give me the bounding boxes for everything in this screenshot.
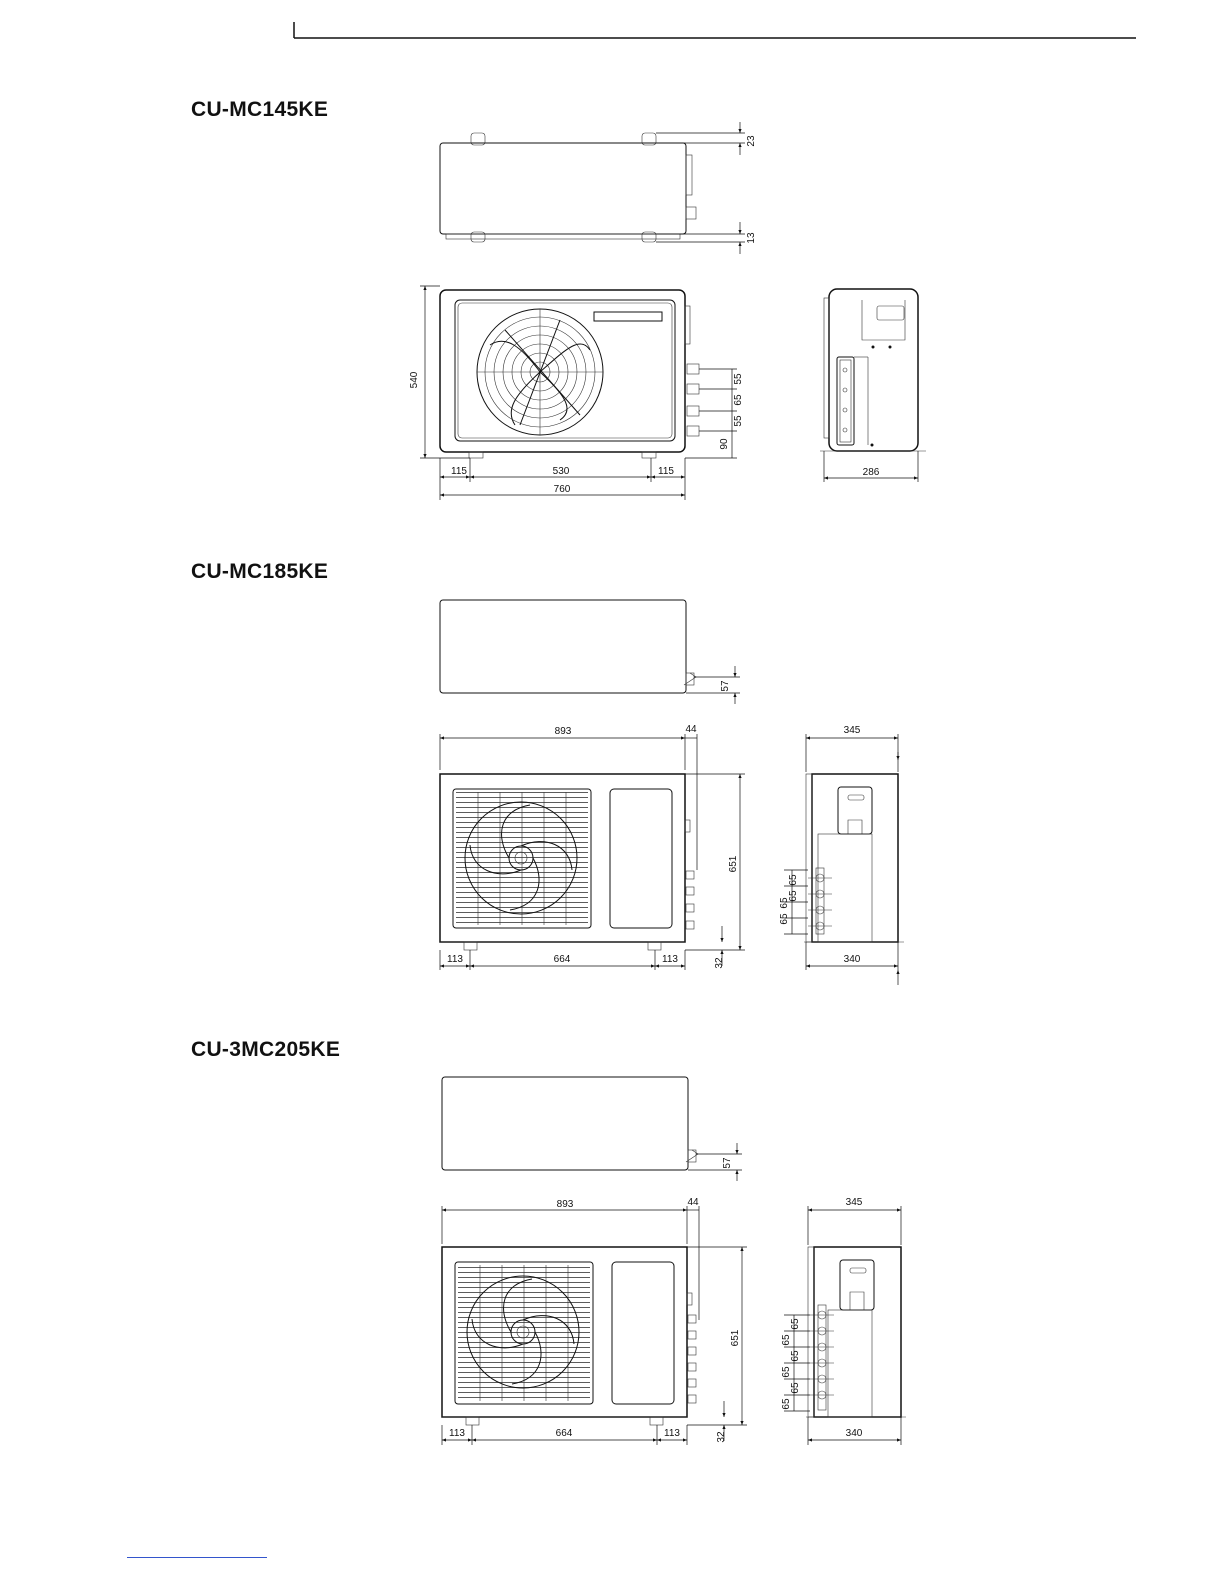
pipe-valves [687, 364, 699, 436]
dim-left: 113 [447, 954, 463, 965]
dim-pipe-4: 90 [719, 438, 730, 450]
dim-depth: 286 [863, 467, 880, 478]
dim-pipe-4: 65 [781, 1366, 792, 1378]
dim-depth-bottom: 340 [844, 954, 861, 965]
dim-center: 664 [554, 954, 571, 965]
model-3-front-view: 893 44 651 32 [442, 1197, 747, 1445]
dim-bottom: 32 [716, 1431, 727, 1443]
dim-depth-top: 345 [844, 725, 861, 736]
model-3-top-view: 57 [442, 1077, 742, 1181]
dim-offset-top: 23 [746, 135, 757, 147]
dim-valve-projection: 44 [685, 724, 697, 735]
dim-valve-projection: 44 [687, 1197, 699, 1208]
dim-offset-bottom: 13 [746, 232, 757, 244]
dim-valve-offset: 57 [720, 680, 731, 692]
dim-right: 115 [658, 466, 674, 477]
dim-pipe-1: 55 [733, 373, 744, 385]
fan-guard [477, 309, 603, 435]
model-1-front-view: 55 65 55 90 540 115 530 115 760 [409, 286, 744, 500]
model-1-top-view: 23 13 [440, 122, 757, 254]
dim-right: 113 [662, 954, 678, 965]
dim-pipe-5: 65 [790, 1382, 801, 1394]
footer-link-underline [127, 1557, 267, 1558]
dim-total: 760 [554, 484, 571, 495]
dim-center: 664 [556, 1428, 573, 1439]
dim-height: 540 [409, 371, 420, 388]
dim-left: 115 [451, 466, 467, 477]
model-2-side-view: 345 65 65 65 65 340 [779, 725, 904, 985]
model-1-side-view: 286 [820, 289, 926, 482]
dim-valve-offset: 57 [722, 1157, 733, 1169]
dim-pipe-2: 65 [733, 394, 744, 406]
dim-pipe-4: 65 [779, 913, 790, 925]
dim-pipe-6: 65 [781, 1398, 792, 1410]
model-2-front-view: 893 44 651 32 [440, 724, 745, 970]
dim-pipe-3: 55 [733, 415, 744, 427]
dim-height: 651 [730, 1329, 741, 1346]
dim-bottom: 32 [714, 957, 725, 969]
dim-pipe-3: 65 [790, 1350, 801, 1362]
dim-pipe-1: 65 [790, 1318, 801, 1330]
dim-width: 893 [555, 726, 572, 737]
dim-center: 530 [553, 466, 570, 477]
dim-depth-bottom: 340 [846, 1428, 863, 1439]
dim-left: 113 [449, 1428, 465, 1439]
model-2-top-view: 57 [440, 600, 740, 704]
dim-width: 893 [557, 1199, 574, 1210]
dim-height: 651 [728, 855, 739, 872]
dim-pipe-1: 65 [788, 874, 799, 886]
model-3-side-view: 345 65 65 65 [781, 1197, 906, 1445]
dim-pipe-3: 65 [779, 897, 790, 909]
dim-pipe-2: 65 [781, 1334, 792, 1346]
dim-right: 113 [664, 1428, 680, 1439]
dim-depth-top: 345 [846, 1197, 863, 1208]
